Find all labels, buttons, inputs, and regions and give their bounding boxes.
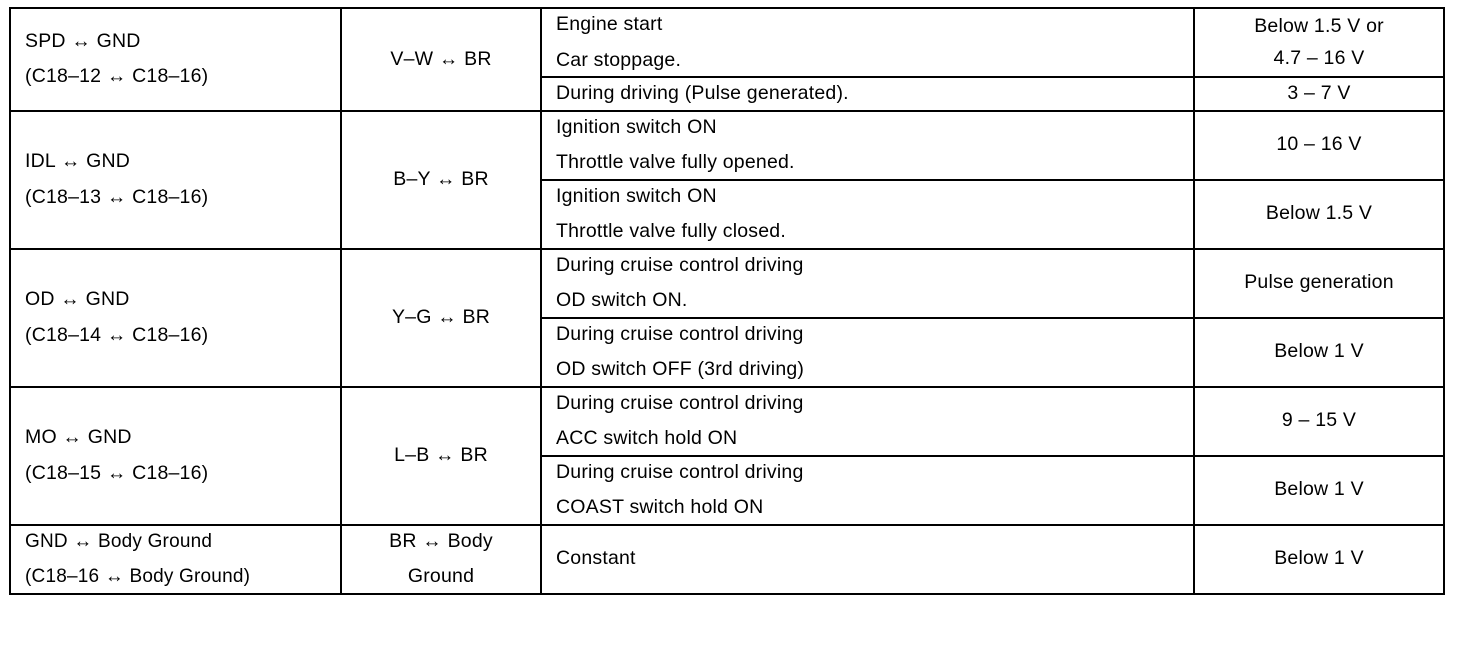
table-row: GND ↔ Body Ground (C18–16 ↔ Body Ground)… — [9, 523, 1445, 595]
condition-cell: During cruise control driving ACC switch… — [540, 385, 1195, 457]
condition-line: Constant — [556, 547, 636, 570]
wire-color: V–W ↔ BR — [390, 47, 492, 70]
condition-cell: During cruise control driving OD switch … — [540, 316, 1195, 388]
voltage-cell: Below 1 V — [1193, 316, 1445, 388]
condition-cell: During cruise control driving COAST swit… — [540, 454, 1195, 526]
condition-line: OD switch ON. — [556, 289, 688, 311]
terminal-name: SPD ↔ GND — [25, 29, 141, 52]
voltage-line: Below 1.5 V or — [1254, 15, 1384, 37]
wire-color: BR ↔ Body — [389, 529, 493, 552]
condition-line: During driving (Pulse generated). — [556, 82, 849, 104]
wire-color: Ground — [407, 565, 475, 587]
terminal-pins: (C18–14 ↔ C18–16) — [25, 323, 209, 346]
terminal-cell-idl: IDL ↔ GND (C18–13 ↔ C18–16) — [9, 109, 342, 250]
table-row: During cruise control driving COAST swit… — [10, 454, 1445, 526]
table-row: IDL ↔ GND (C18–13 ↔ C18–16) B–Y ↔ BR Ign… — [9, 109, 1445, 250]
voltage-line: Below 1.5 V — [1265, 202, 1373, 225]
condition-line: Ignition switch ON — [556, 115, 717, 138]
condition-line: During cruise control driving — [556, 460, 804, 483]
terminal-cell-gnd: GND ↔ Body Ground (C18–16 ↔ Body Ground) — [9, 523, 342, 595]
terminal-cell-spd: SPD ↔ GND (C18–12 ↔ C18–16) — [9, 7, 342, 112]
voltage-cell: Below 1 V — [1193, 523, 1445, 595]
voltage-cell: Below 1.5 V — [1193, 178, 1445, 250]
voltage-cell: 3 – 7 V — [1193, 76, 1445, 112]
condition-cell: Engine start Car stoppage. — [540, 7, 1195, 78]
condition-line: Throttle valve fully closed. — [556, 220, 786, 242]
condition-line: During cruise control driving — [556, 253, 804, 276]
voltage-line: Below 1 V — [1274, 340, 1364, 363]
table-row: OD ↔ GND (C18–14 ↔ C18–16) Y–G ↔ BR Duri… — [9, 247, 1445, 388]
table-row: Ignition switch ON Throttle valve fully … — [10, 178, 1445, 250]
voltage-cell: 9 – 15 V — [1193, 385, 1445, 457]
voltage-cell: Below 1.5 V or 4.7 – 16 V — [1193, 7, 1445, 78]
voltage-cell: Pulse generation — [1193, 247, 1445, 319]
condition-line: Car stoppage. — [556, 48, 682, 71]
terminal-name: IDL ↔ GND — [25, 150, 131, 172]
terminal-name: OD ↔ GND — [25, 288, 130, 310]
terminal-pins: (C18–16 ↔ Body Ground) — [25, 566, 251, 587]
wire-color-cell-od: Y–G ↔ BR — [340, 247, 542, 388]
terminal-pins: (C18–15 ↔ C18–16) — [25, 461, 209, 484]
terminal-pins: (C18–13 ↔ C18–16) — [25, 185, 209, 208]
condition-cell: During cruise control driving OD switch … — [540, 247, 1195, 319]
wire-color: Y–G ↔ BR — [391, 305, 491, 328]
condition-line: Ignition switch ON — [556, 184, 717, 207]
voltage-line: 3 – 7 V — [1287, 82, 1351, 104]
voltage-line: 10 – 16 V — [1276, 133, 1362, 156]
wire-color-cell-mo: L–B ↔ BR — [340, 385, 542, 526]
wire-color-cell-idl: B–Y ↔ BR — [340, 109, 542, 250]
terminal-cell-od: OD ↔ GND (C18–14 ↔ C18–16) — [9, 247, 342, 388]
table-row: MO ↔ GND (C18–15 ↔ C18–16) L–B ↔ BR Duri… — [9, 385, 1445, 526]
voltage-cell: Below 1 V — [1193, 454, 1445, 526]
wire-color-cell-gnd: BR ↔ Body Ground — [340, 523, 542, 595]
voltage-line: 4.7 – 16 V — [1273, 46, 1365, 69]
condition-line: OD switch OFF (3rd driving) — [556, 358, 805, 380]
terminal-voltage-table: SPD ↔ GND (C18–12 ↔ C18–16) V–W ↔ BR Eng… — [9, 7, 1445, 595]
voltage-line: Below 1 V — [1274, 478, 1364, 501]
condition-cell: During driving (Pulse generated). — [540, 76, 1195, 112]
voltage-cell: 10 – 16 V — [1193, 109, 1445, 181]
condition-line: COAST switch hold ON — [556, 496, 764, 518]
condition-cell: Ignition switch ON Throttle valve fully … — [540, 109, 1195, 181]
condition-line: Engine start — [556, 13, 663, 35]
table-row: During cruise control driving OD switch … — [10, 316, 1445, 388]
terminal-name: MO ↔ GND — [25, 426, 132, 448]
condition-line: During cruise control driving — [556, 322, 804, 345]
terminal-pins: (C18–12 ↔ C18–16) — [25, 65, 209, 88]
condition-line: ACC switch hold ON — [556, 427, 738, 449]
voltage-line: 9 – 15 V — [1281, 409, 1357, 432]
condition-line: During cruise control driving — [556, 391, 804, 414]
condition-cell: Ignition switch ON Throttle valve fully … — [540, 178, 1195, 250]
voltage-line: Pulse generation — [1244, 271, 1394, 294]
condition-line: Throttle valve fully opened. — [556, 151, 795, 173]
terminal-name: GND ↔ Body Ground — [25, 531, 213, 552]
terminal-cell-mo: MO ↔ GND (C18–15 ↔ C18–16) — [9, 385, 342, 526]
wire-color-cell-spd: V–W ↔ BR — [340, 7, 542, 112]
table-row: During driving (Pulse generated). 3 – 7 … — [10, 76, 1445, 112]
wire-color: L–B ↔ BR — [394, 443, 488, 466]
wire-color: B–Y ↔ BR — [393, 167, 489, 190]
table-row: SPD ↔ GND (C18–12 ↔ C18–16) V–W ↔ BR Eng… — [9, 7, 1445, 112]
condition-cell: Constant — [540, 523, 1195, 595]
voltage-line: Below 1 V — [1274, 547, 1364, 570]
